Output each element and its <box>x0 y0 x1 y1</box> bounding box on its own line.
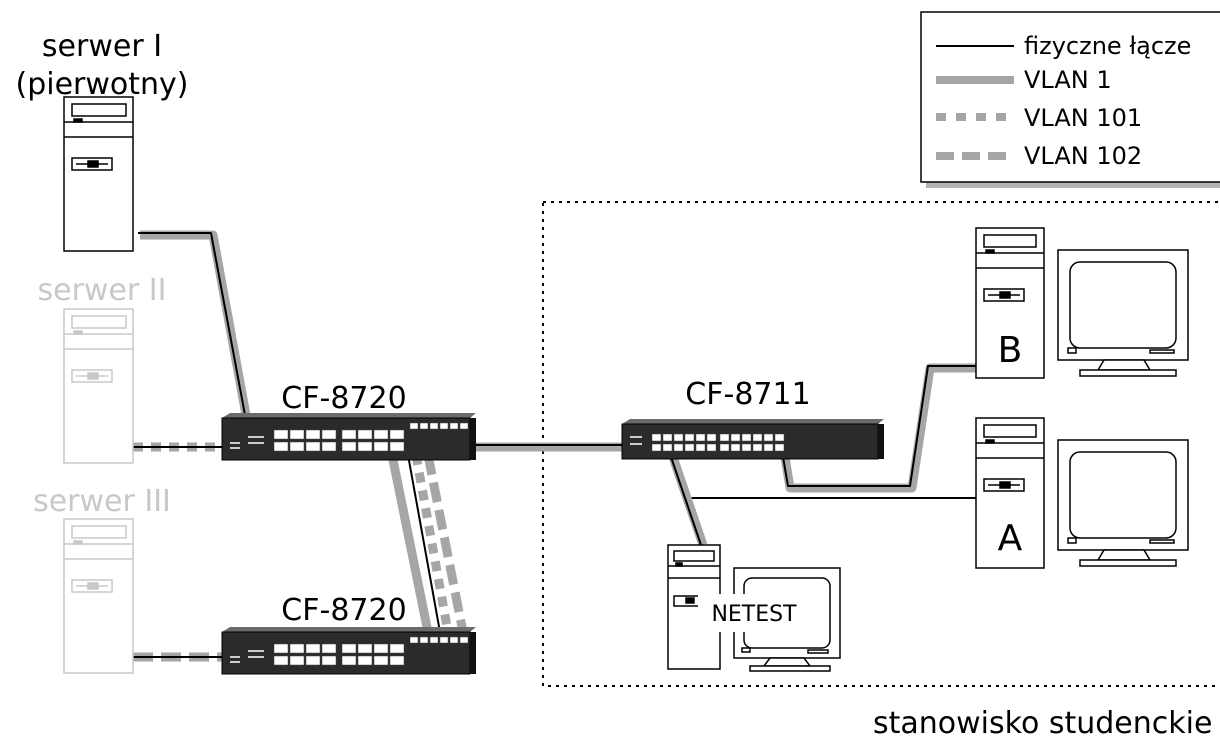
server-2-tower <box>63 308 134 464</box>
link-cf8711-netest <box>668 455 708 547</box>
legend-label-vlan101: VLAN 101 <box>1024 104 1142 132</box>
pc-a-monitor <box>1057 439 1189 567</box>
link-switch-top-cf8711 <box>472 442 622 452</box>
legend-label-vlan1: VLAN 1 <box>1024 66 1112 94</box>
workstation-area-label: stanowisko studenckie <box>873 706 1212 736</box>
legend-label-physical: fizyczne łącze <box>1024 32 1191 60</box>
pc-a-label: A <box>998 518 1023 559</box>
pc-b-tower <box>975 227 1045 379</box>
server-1-tower <box>63 96 134 252</box>
switch-cf8720-bottom <box>221 627 476 675</box>
switch-cf8711 <box>621 419 884 460</box>
switch-bottom-label: CF-8720 <box>281 593 406 628</box>
pc-b-label: B <box>998 330 1023 371</box>
pc-a-tower <box>975 417 1045 569</box>
server1-label: serwer I <box>42 29 162 64</box>
link-trunk-switches <box>387 454 468 633</box>
switch-cf8720-top <box>221 413 476 461</box>
link-cf8711-pc-b <box>780 363 976 493</box>
server-3-tower <box>63 518 134 674</box>
switch-top-label: CF-8720 <box>281 381 406 416</box>
server2-label: serwer II <box>38 273 167 308</box>
pc-b-monitor <box>1057 249 1189 377</box>
server3-label: serwer III <box>33 484 171 519</box>
netest-label-bg <box>698 594 810 632</box>
link-server1-switch-top <box>138 230 251 416</box>
netest-label: NETEST <box>711 602 797 627</box>
server1-sublabel: (pierwotny) <box>16 67 189 102</box>
switch-cf8711-label: CF-8711 <box>685 377 810 412</box>
legend-label-vlan102: VLAN 102 <box>1024 142 1142 170</box>
